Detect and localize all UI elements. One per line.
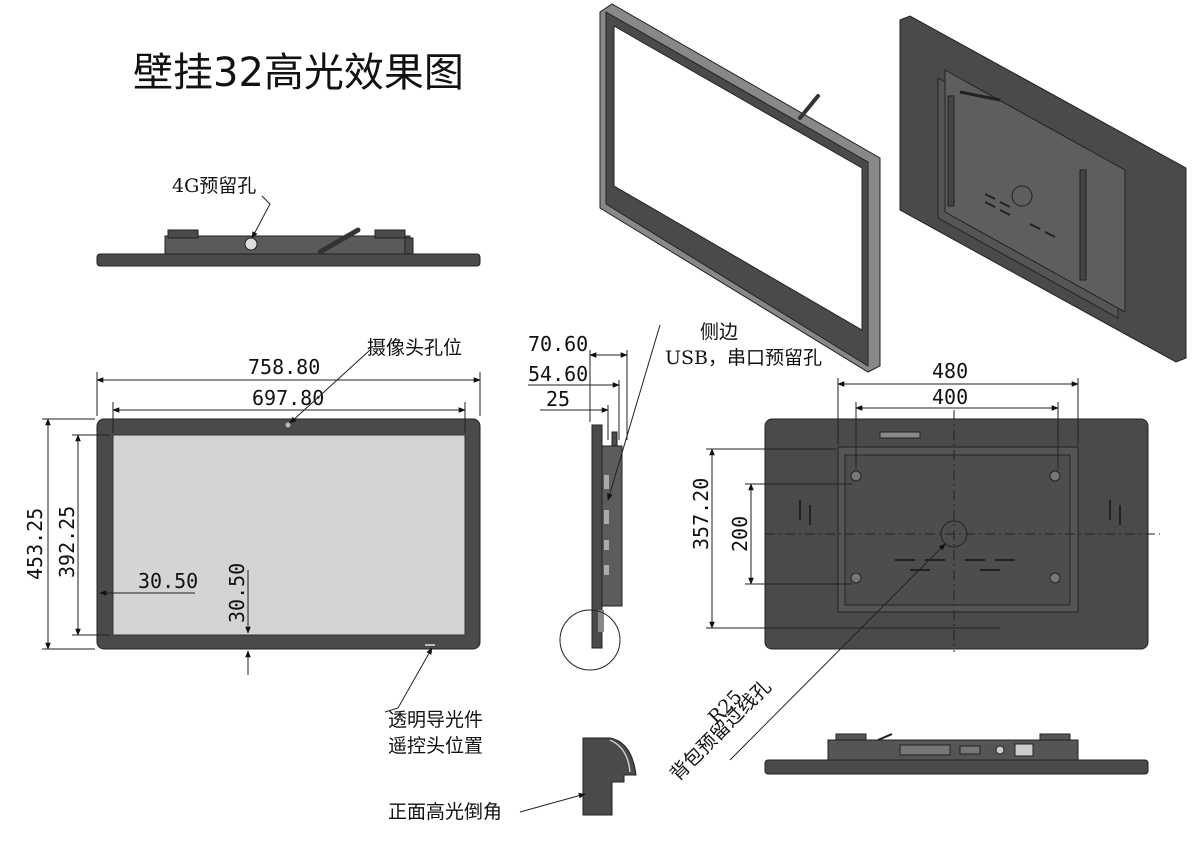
leader-cable-hole (729, 543, 946, 761)
iso-back-view (899, 15, 1187, 363)
dim-depth-back (528, 380, 620, 440)
dim-overall-height (42, 418, 95, 650)
leader-side-ports (607, 324, 661, 501)
depth-panel-value: 25 (546, 387, 570, 411)
side-view (559, 424, 623, 671)
vesa-outer-width-value: 480 (932, 359, 968, 383)
vesa-inner-width-value: 400 (932, 385, 968, 409)
dim-overall-width (96, 372, 481, 416)
front-view (96, 418, 481, 650)
overall-width-value: 758.80 (248, 355, 320, 379)
leader-4g-hole (251, 195, 271, 239)
view-height-value: 392.25 (55, 506, 79, 578)
rear-view (764, 410, 1160, 652)
vesa-inner-height-value: 200 (728, 516, 752, 552)
view-width-value: 697.80 (252, 386, 324, 410)
drawing-title: 壁挂32高光效果图 (133, 50, 464, 96)
depth-back-value: 54.60 (528, 362, 588, 386)
vesa-outer-height-value: 357.20 (689, 478, 713, 550)
label-side: 侧边 (700, 321, 738, 343)
leader-light-guide (384, 647, 433, 713)
bottom-view (764, 733, 1149, 775)
dim-view-height (72, 434, 110, 636)
overall-height-value: 453.25 (23, 508, 47, 580)
leader-bezel-chamfer (519, 792, 586, 813)
dim-vesa-inner-width (855, 402, 1059, 470)
depth-total-value: 70.60 (528, 332, 588, 356)
label-side-ports: USB，串口预留孔 (665, 347, 822, 369)
label-remote-sensor: 遥控头位置 (388, 735, 483, 757)
label-bezel-chamfer: 正面高光倒角 (388, 801, 502, 823)
iso-front-view (599, 3, 881, 373)
dim-view-width (112, 402, 466, 433)
dim-vesa-outer-height (706, 448, 1000, 629)
chamfer-detail (582, 737, 637, 816)
dim-vesa-outer-width (837, 378, 1079, 445)
label-camera-hole: 摄像头孔位 (367, 337, 462, 359)
dim-depth-panel (540, 405, 609, 440)
dim-vesa-inner-height (745, 483, 852, 585)
bezel-side-value: 30.50 (138, 569, 198, 593)
label-4g-hole: 4G预留孔 (172, 175, 256, 197)
bezel-bottom-value: 30.50 (225, 563, 249, 623)
top-view (96, 227, 481, 267)
leader-camera-hole (289, 349, 371, 424)
label-light-guide: 透明导光件 (388, 709, 483, 731)
